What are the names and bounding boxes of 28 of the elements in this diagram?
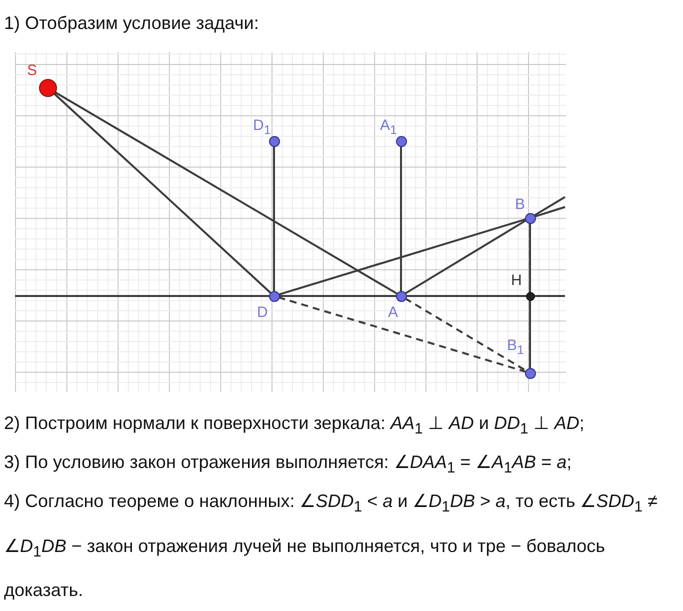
line-segment — [534, 206, 566, 218]
point-label: A — [388, 305, 398, 321]
line-segment — [529, 222, 531, 292]
line-segment — [404, 219, 527, 295]
line-segment — [273, 146, 275, 292]
step-heading: 1) Отобразим условие задачи: — [4, 12, 260, 35]
point-label: D$_{1}$ — [253, 118, 271, 138]
line-segment — [15, 295, 270, 297]
line-segment — [406, 295, 526, 297]
line-segment — [400, 146, 402, 292]
step-text: 4) Согласно теореме о наклонных: ∠SDD$_{1}$ < a и ∠D$_{1}$DB > a, то есть ∠SDD$_{1}$ ≠ ∠D$_{1}$DB − закон отражения лучей не выполняется, что и тре − бовалось доказать. — [4, 490, 658, 602]
point-label: S — [27, 63, 38, 79]
step-text: 3) По условию закон отражения выполняется: ∠DAA$_{1}$ = ∠A$_{1}$AB = a; — [4, 451, 573, 479]
line-segment — [529, 300, 531, 368]
dashed-line — [404, 297, 527, 372]
dashed-line — [278, 296, 526, 373]
point-label: H — [511, 273, 522, 289]
line-segment — [278, 218, 526, 296]
line-segment — [533, 196, 566, 217]
point-label: A$_{1}$ — [380, 118, 397, 138]
line-segment — [54, 91, 398, 295]
point-label: B — [515, 197, 526, 213]
point-label: B$_{1}$ — [507, 338, 524, 358]
step-text: 2) Построим нормали к поверхности зеркала: AA$_{1}$ ⊥ AD и DD$_{1}$ ⊥ AD; — [4, 412, 586, 440]
point-label: D — [257, 305, 268, 321]
line-segment — [278, 295, 396, 297]
line-segment — [53, 92, 272, 294]
line-segment — [534, 295, 565, 297]
